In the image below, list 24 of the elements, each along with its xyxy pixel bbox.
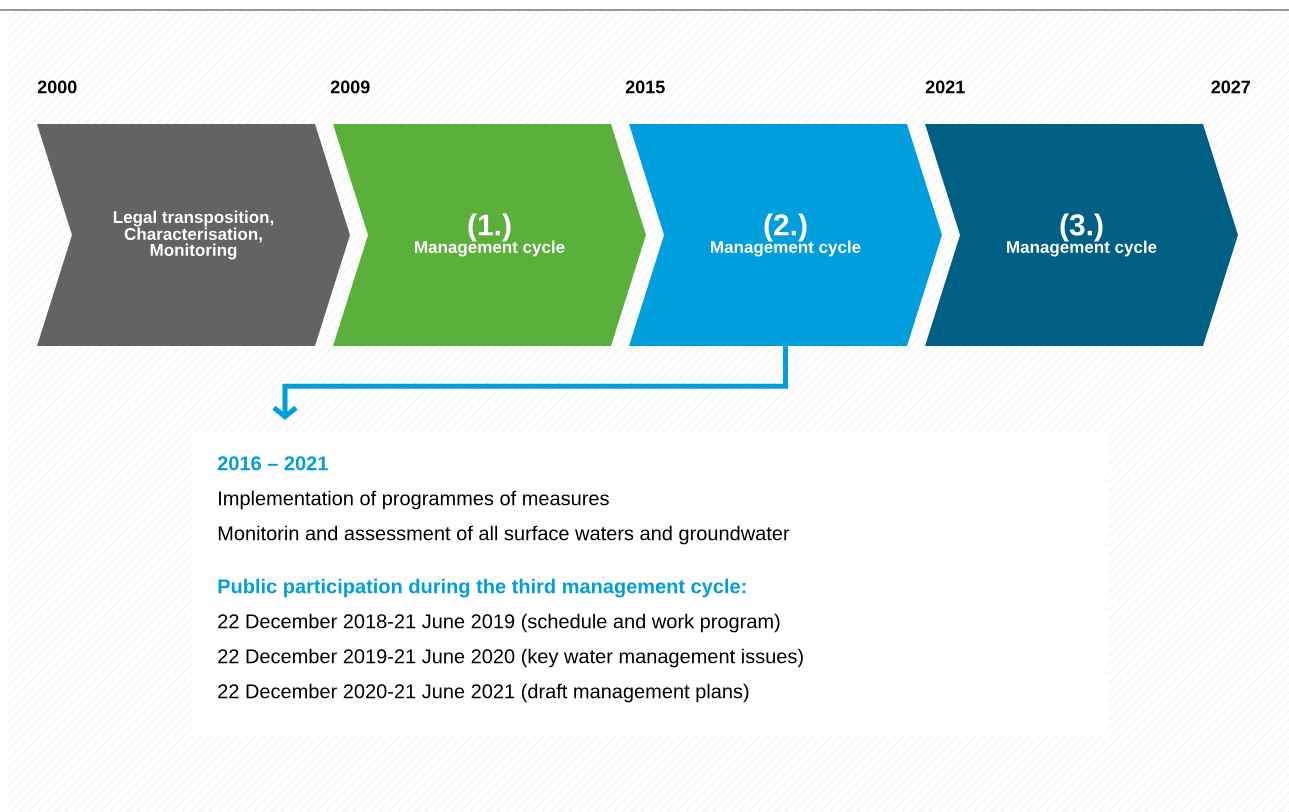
section-heading: Public participation during the third management cycle: — [218, 578, 746, 598]
year-label: 2027 — [1211, 80, 1250, 94]
chevron-label: Legal transposition, Characterisation, Monitoring — [113, 210, 274, 260]
chevron-label: (1.) — [468, 213, 511, 242]
info-line: 22 December 2020-21 June 2021 (draft management plans) — [218, 683, 749, 703]
info-line: 22 December 2018-21 June 2019 (schedule and work program) — [218, 613, 780, 633]
chevron-label: Management cycle — [711, 240, 861, 257]
chevron-label: (2.) — [764, 213, 807, 242]
info-line: Implementation of programmes of measures — [219, 490, 609, 510]
year-label: 2000 — [37, 80, 77, 94]
timeline-segment — [37, 124, 350, 346]
year-label: 2021 — [925, 80, 965, 94]
timeline-segment — [333, 124, 646, 346]
arrow — [272, 346, 788, 420]
year-label: 2015 — [625, 80, 665, 94]
year-label: 2009 — [330, 80, 370, 94]
info-line: Monitorin and assessment of all surface waters and groundwater — [218, 525, 790, 545]
timeline-segment — [629, 124, 942, 346]
section-heading: 2016 – 2021 — [217, 456, 328, 471]
info-line: 22 December 2019-21 June 2020 (key water management issues) — [218, 648, 803, 668]
chevron-label: (3.) — [1060, 213, 1103, 242]
chevron-label: Management cycle — [1007, 240, 1157, 257]
timeline-segment — [925, 124, 1238, 346]
chevron-label: Management cycle — [415, 240, 565, 257]
